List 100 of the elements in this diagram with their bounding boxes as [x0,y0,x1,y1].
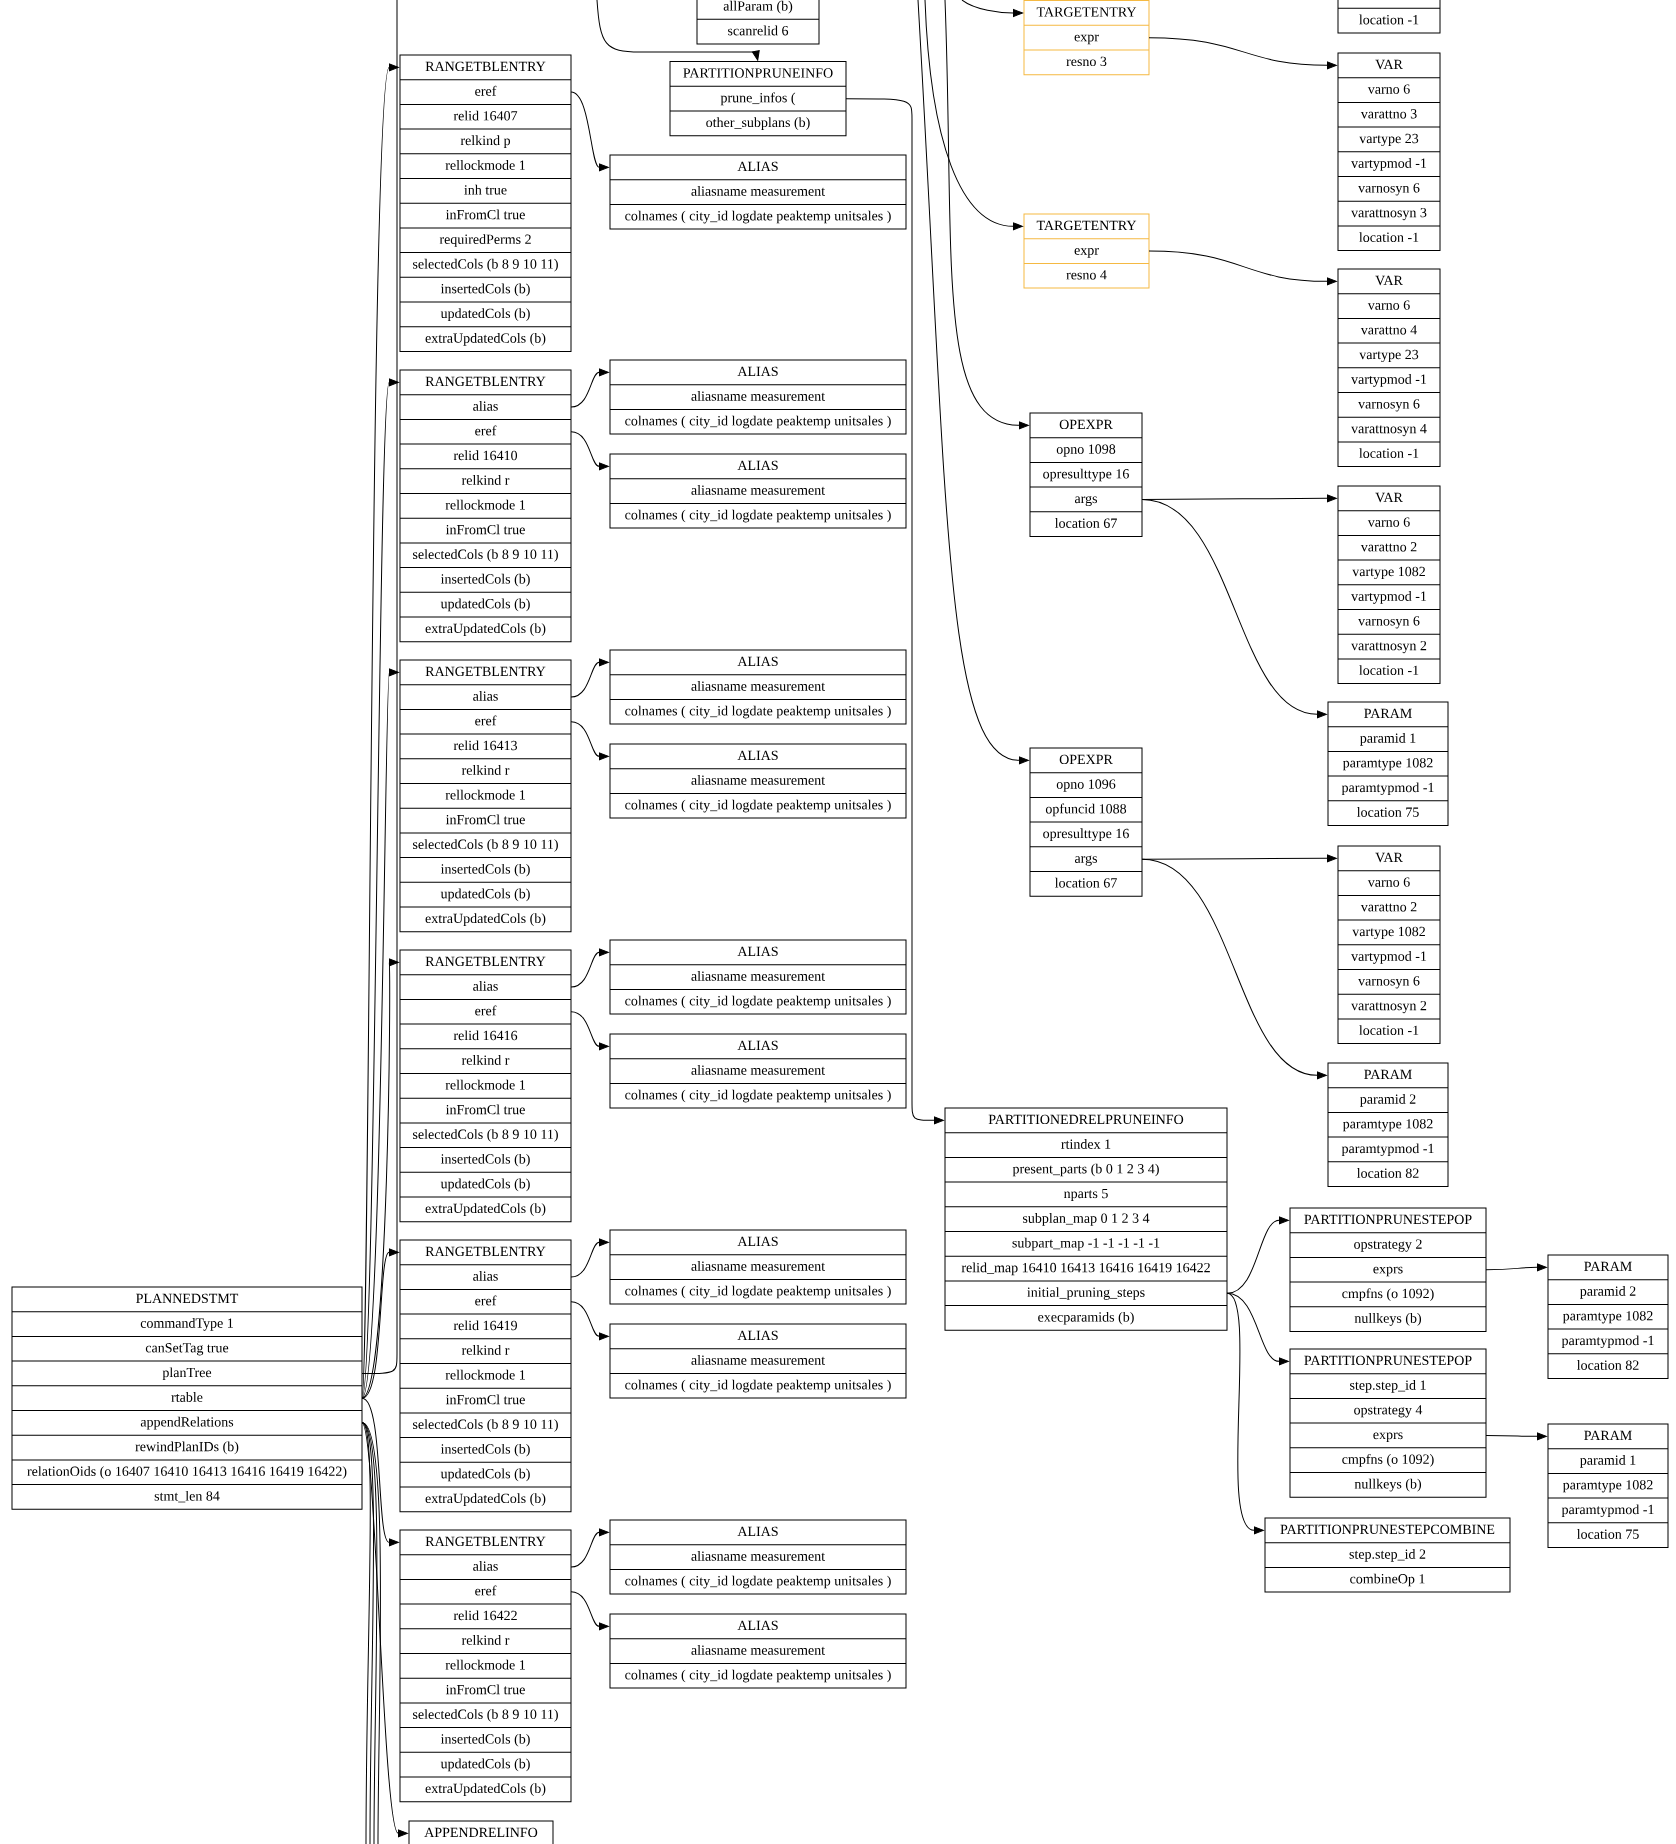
record-box [11,1286,363,1510]
record-box [1029,747,1143,897]
field-text: relkind p [460,135,511,149]
record-title: ALIAS [737,460,778,471]
arrow [961,0,1024,17]
arrow [570,1301,610,1341]
field-text: relid 16413 [453,740,518,751]
record-box [1289,1348,1487,1498]
record-title: ALIAS [737,366,778,377]
record-title: PARAM [1364,708,1412,718]
field-text: location 75 [1357,807,1419,817]
arrow [1141,498,1328,719]
field-text: varnosyn 6 [1358,399,1420,412]
field-text: cmpfns (o 1092) [1342,1288,1434,1302]
field-text: inFromCl true [445,524,525,535]
field-text: varattno 4 [1360,325,1417,335]
field-text: paramid 1 [1360,732,1416,746]
field-text: vartypmod -1 [1351,158,1427,171]
field-text: scanrelid 6 [728,25,789,36]
field-text: relid 16422 [453,1610,517,1621]
record-box [609,1613,907,1689]
field-text: varattno 2 [1360,902,1417,912]
field-text: location -1 [1359,232,1419,242]
record-box [669,61,847,137]
field-text: extraUpdatedCols (b) [425,623,546,636]
record-title: ALIAS [737,656,778,667]
record-box [1327,1062,1449,1187]
arrow [924,0,1024,231]
record-title: ALIAS [737,946,778,957]
record-box [609,1033,907,1109]
field-text: relationOids (o 16407 16410 16413 16416 16419 16422) [27,1466,347,1479]
record-box [399,1239,572,1513]
field-text: eref [475,85,497,96]
record-title: OPEXPR [1059,754,1113,765]
field-text: colnames ( city_id logdate peaktemp unitsales ) [625,995,891,1009]
field-text: aliasname measurement [691,484,825,495]
field-text: stmt_len 84 [154,1490,220,1503]
field-text: inFromCl true [445,814,525,825]
field-text: paramtypmod -1 [1561,1504,1654,1518]
arrow [361,668,400,1399]
field-text: colnames ( city_id logdate peaktemp unitsales ) [625,1575,891,1589]
field-text: vartypmod -1 [1351,951,1427,964]
record-box [399,949,572,1223]
field-text: varnosyn 6 [1358,183,1420,196]
field-text: vartypmod -1 [1351,374,1427,387]
field-text: extraUpdatedCols (b) [425,913,546,926]
field-text: requiredPerms 2 [439,234,531,247]
field-text: aliasname measurement [691,1551,825,1561]
record-box [1023,213,1150,289]
record-title: TARGETENTRY [1036,7,1137,17]
field-text: canSetTag true [145,1343,229,1356]
field-text: args [1074,855,1097,866]
field-text: resno 3 [1066,56,1107,67]
field-text: paramtypmod -1 [1341,782,1434,796]
record-box [944,1107,1228,1331]
field-text: nparts 5 [1063,1188,1108,1202]
field-text: inFromCl true [445,209,525,220]
arrow [570,658,610,698]
field-text: location -1 [1359,448,1419,458]
field-text: updatedCols (b) [440,308,530,321]
record-box [1337,845,1441,1045]
field-text: relkind r [461,475,510,485]
field-text: rellockmode 1 [445,1659,525,1670]
field-text: args [1074,495,1097,507]
field-text: exprs [1373,1432,1403,1443]
field-text: colnames ( city_id logdate peaktemp unitsales ) [625,1285,891,1299]
field-text: selectedCols (b 8 9 10 11) [413,549,558,562]
field-text: opno 1096 [1056,779,1116,792]
field-text: rtable [171,1392,203,1402]
field-text: rellockmode 1 [445,1079,525,1090]
field-text: extraUpdatedCols (b) [425,1203,546,1216]
field-text: other_subplans (b) [706,117,810,130]
record-title: ALIAS [737,1040,778,1051]
record-title: ALIAS [737,1526,778,1537]
record-title: RANGETBLENTRY [425,956,546,967]
field-text: rellockmode 1 [445,499,525,510]
field-text: relid 16407 [453,110,518,121]
record-box [609,154,907,230]
field-text: selectedCols (b 8 9 10 11) [413,258,558,272]
record-title: ALIAS [737,161,778,172]
record-title: OPEXPR [1059,419,1113,430]
field-text: aliasname measurement [691,970,825,981]
record-title: PARAM [1584,1261,1632,1271]
record-box [1023,0,1150,76]
record-title: PARTITIONEDRELPRUNEINFO [988,1114,1184,1125]
field-text: paramtype 1082 [1342,758,1433,771]
field-text: selectedCols (b 8 9 10 11) [413,839,558,852]
field-text: inFromCl true [445,1394,525,1405]
record-title: RANGETBLENTRY [425,376,546,387]
field-text: inFromCl true [445,1104,525,1115]
arrow [1485,1432,1548,1441]
field-text: alias [473,1271,498,1281]
field-text: eref [475,1295,497,1306]
record-box [1337,0,1441,34]
field-text: rellockmode 1 [445,1369,525,1380]
field-text: selectedCols (b 8 9 10 11) [413,1709,558,1722]
field-text: paramid 2 [1360,1093,1416,1107]
field-text: location -1 [1359,1025,1419,1035]
field-text: paramid 2 [1580,1286,1636,1299]
field-text: eref [475,1005,497,1016]
